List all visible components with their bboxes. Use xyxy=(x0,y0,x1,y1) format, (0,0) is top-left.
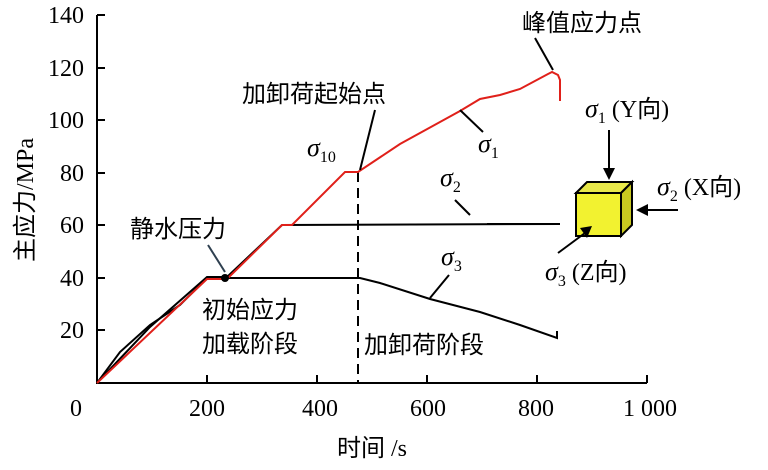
series-sigma1 xyxy=(96,70,561,384)
series-sigma2 xyxy=(96,223,561,384)
hydrostatic-point xyxy=(221,274,229,282)
unload-start-label: 加卸荷起始点 xyxy=(242,81,386,108)
sigma3-direction-label: σ3 (Z向) xyxy=(545,257,626,290)
stage1-label-line2: 加载阶段 xyxy=(202,331,298,358)
stage1-label-line1: 初始应力 xyxy=(202,297,298,324)
y-tick-40: 40 xyxy=(60,266,84,292)
stress-cube-diagram xyxy=(487,130,678,254)
y-tick-labels: 140 120 100 80 60 40 20 xyxy=(48,3,84,344)
x-tick-600: 600 xyxy=(410,396,446,422)
sigma1-direction-label: σ1 (Y向) xyxy=(585,94,669,127)
stage2-label: 加卸荷阶段 xyxy=(364,332,484,359)
y-tick-60: 60 xyxy=(60,213,84,239)
x-tick-400: 400 xyxy=(302,396,338,422)
x-tick-0: 0 xyxy=(70,396,82,422)
hydrostatic-label: 静水压力 xyxy=(130,216,226,243)
sigma3-label: σ3 xyxy=(441,242,462,275)
axes xyxy=(96,14,648,384)
leader-lines xyxy=(207,37,554,299)
x-tick-labels: 0 200 400 600 800 1 000 xyxy=(70,396,677,422)
y-tick-80: 80 xyxy=(60,161,84,187)
sigma10-label: σ10 xyxy=(307,133,336,166)
y-tick-120: 120 xyxy=(48,56,84,82)
y-tick-20: 20 xyxy=(60,318,84,344)
peak-stress-label: 峰值应力点 xyxy=(522,10,642,37)
series-sigma3 xyxy=(96,277,558,384)
y-axis-label: 主应力/MPa xyxy=(12,138,39,262)
x-tick-800: 800 xyxy=(518,396,554,422)
y-tick-100: 100 xyxy=(48,108,84,134)
x-axis-label: 时间 /s xyxy=(337,435,407,462)
y-tick-140: 140 xyxy=(48,3,84,29)
x-tick-200: 200 xyxy=(189,396,225,422)
x-tick-1000: 1 000 xyxy=(623,396,677,422)
sigma2-label: σ2 xyxy=(440,163,461,196)
sigma2-direction-label: σ2 (X向) xyxy=(657,172,741,205)
sigma1-label: σ1 xyxy=(478,129,499,162)
